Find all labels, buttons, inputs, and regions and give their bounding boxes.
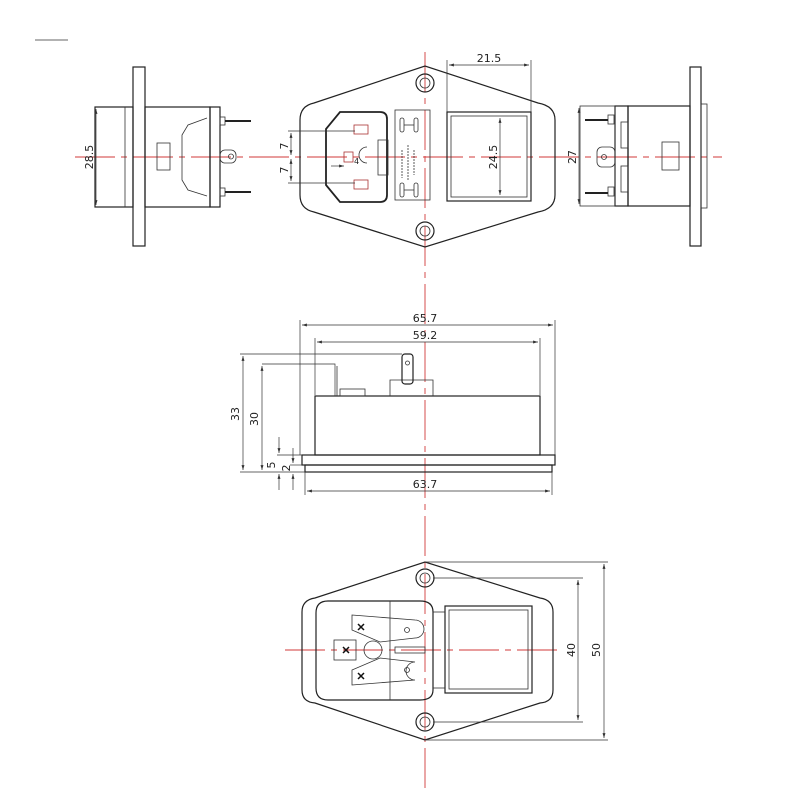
left-side-view: 28.5 [83, 66, 251, 247]
top-section-view: 65.7 59.2 33 30 5 2 63.7 [229, 312, 556, 495]
dim-pin-spacing-lower: 7 [278, 167, 291, 174]
dim-pin-offset: 4 [354, 157, 359, 166]
dim-body-width: 59.2 [413, 329, 438, 342]
dim-overall-depth: 33 [229, 407, 242, 421]
dim-overall-width: 65.7 [413, 312, 438, 325]
dim-panel-width: 63.7 [413, 478, 438, 491]
dim-flange-height: 50 [590, 643, 603, 657]
dim-hole-spacing: 40 [565, 643, 578, 657]
right-side-view: 27 [566, 66, 708, 247]
dim-switch-width: 21.5 [477, 52, 502, 65]
dim-flange-thickness: 2 [280, 465, 293, 472]
dim-pin-spacing-upper: 7 [278, 143, 291, 150]
dim-left-view-height: 28.5 [83, 145, 96, 170]
front-view: 21.5 24.5 7 7 4 [278, 52, 556, 248]
dim-right-view-height: 27 [566, 150, 579, 164]
dim-switch-height: 24.5 [487, 145, 500, 170]
rear-view: 40 50 [301, 561, 608, 741]
dim-body-depth: 30 [248, 412, 261, 426]
dim-flange-offset: 5 [265, 462, 278, 469]
